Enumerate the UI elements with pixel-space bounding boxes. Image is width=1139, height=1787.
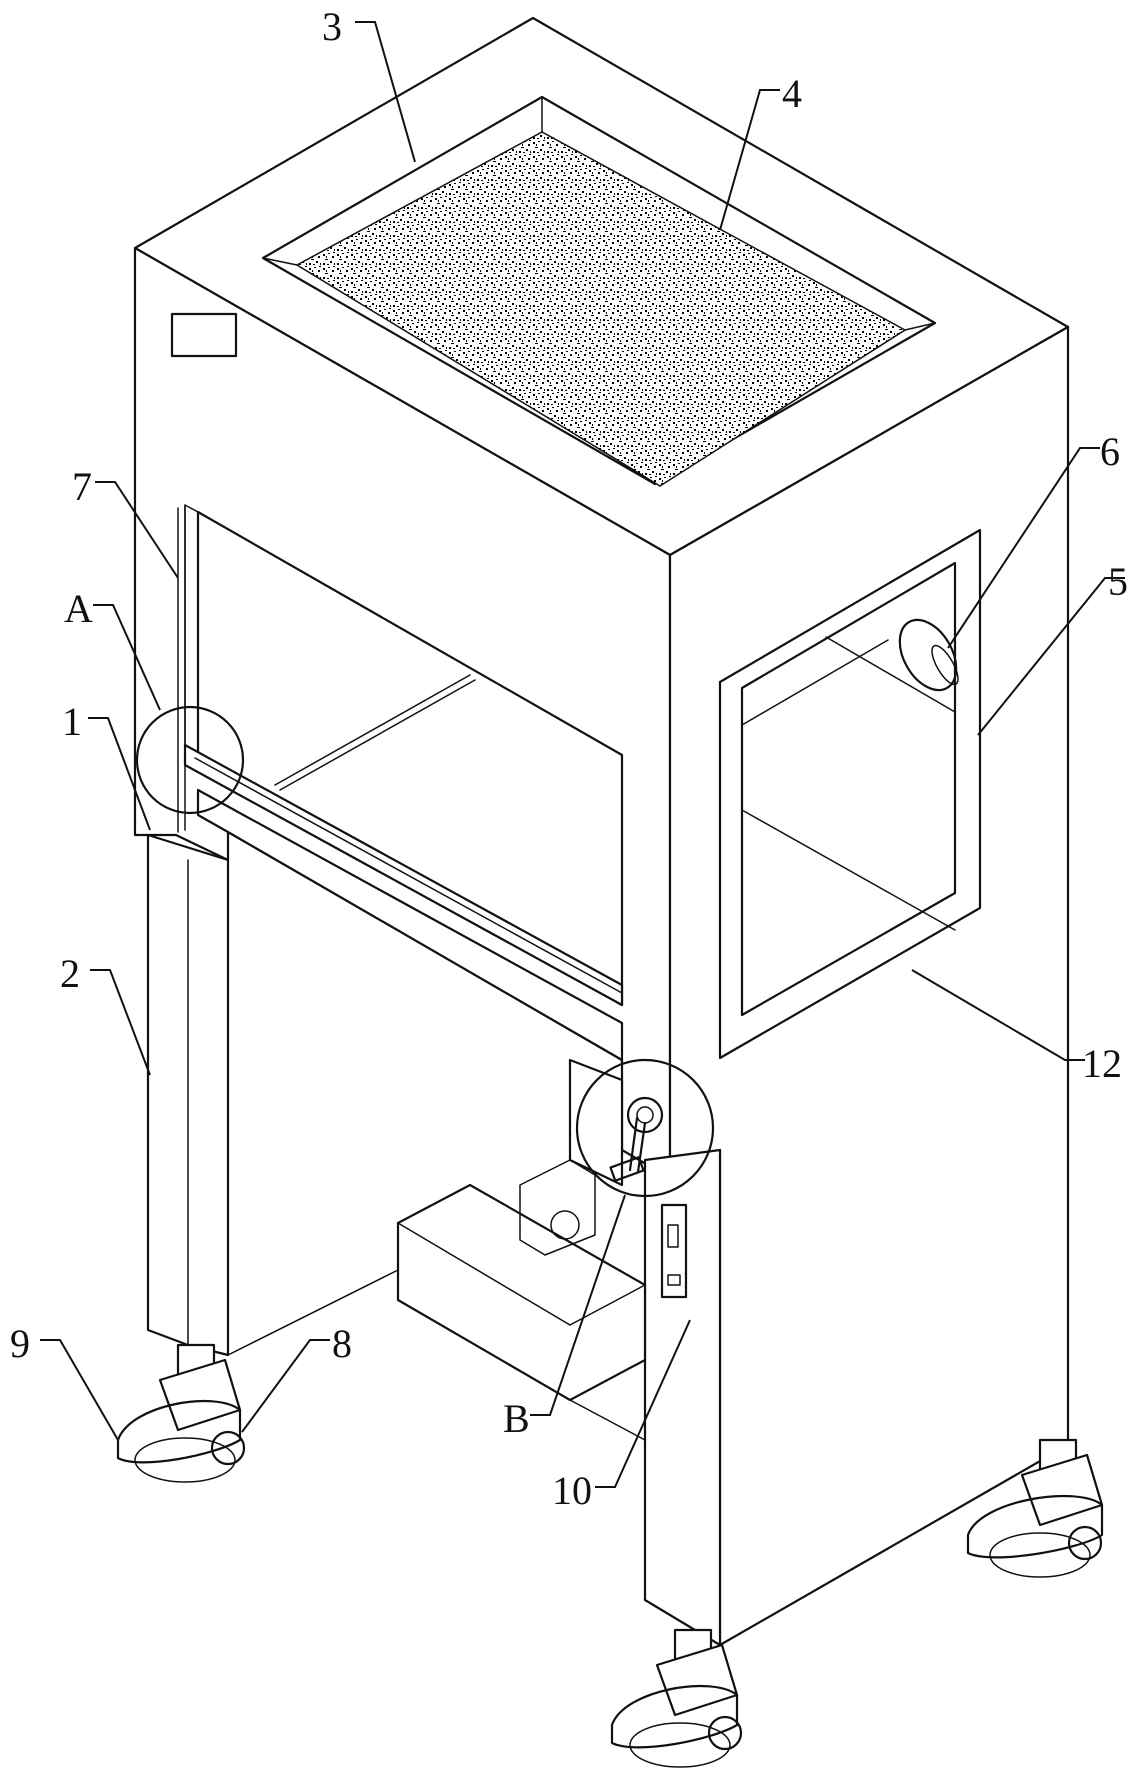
leader-lines: [40, 21, 1125, 1488]
label-plate: [170, 312, 238, 358]
uv-lamp: [898, 618, 958, 692]
label-1: 1: [62, 699, 82, 744]
caster-front-left: [116, 1343, 246, 1483]
caster-front-right: [610, 1628, 743, 1768]
upper-front-panel: [133, 246, 672, 1180]
top-lid: [133, 16, 1070, 557]
label-5: 5: [1108, 559, 1128, 604]
label-12: 12: [1082, 1041, 1122, 1086]
control-box: [660, 1203, 688, 1299]
label-b: B: [503, 1396, 530, 1441]
label-2: 2: [60, 951, 80, 996]
control-column: [643, 1148, 722, 1647]
label-10: 10: [552, 1468, 592, 1513]
detail-circle-b: [575, 1058, 715, 1198]
caster-back-right: [966, 1438, 1104, 1578]
label-6: 6: [1100, 429, 1120, 474]
detail-circle-a: [135, 705, 245, 815]
label-8: 8: [332, 1321, 352, 1366]
label-4: 4: [782, 71, 802, 116]
right-side-panel: [668, 325, 1070, 1647]
bottom-shelf: [227, 1159, 647, 1441]
label-9: 9: [10, 1321, 30, 1366]
switch[interactable]: [667, 1224, 679, 1248]
label-7: 7: [72, 464, 92, 509]
label-3: 3: [322, 4, 342, 49]
button[interactable]: [667, 1274, 681, 1286]
reference-numerals: 3 4 6 5 7 A 1 2 9 8 12 B 10: [10, 4, 1128, 1513]
crank-handle[interactable]: [609, 1096, 664, 1182]
label-a: A: [64, 586, 93, 631]
